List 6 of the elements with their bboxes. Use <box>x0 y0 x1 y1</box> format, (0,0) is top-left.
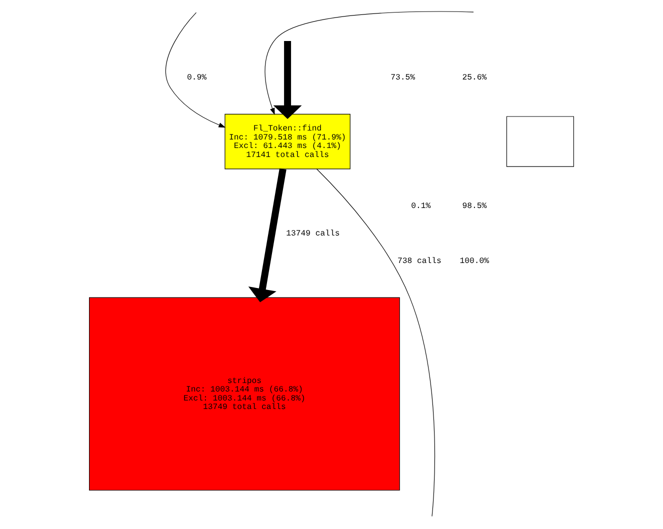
arrow <box>264 11 474 115</box>
connector <box>316 168 436 517</box>
arrow <box>166 12 226 128</box>
node-box <box>506 116 574 167</box>
arrow <box>248 168 286 302</box>
arrow <box>273 41 302 119</box>
